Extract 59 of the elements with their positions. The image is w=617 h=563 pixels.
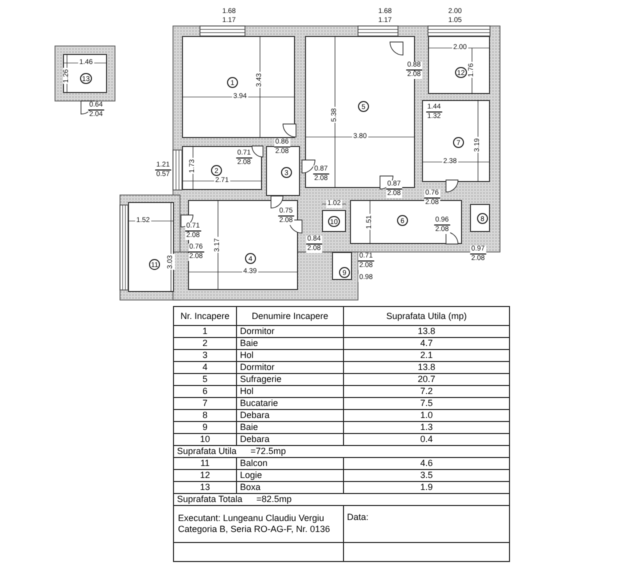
- table-cell: 8: [174, 410, 236, 422]
- room-outline: [128, 202, 174, 292]
- table-cell: 7.5: [344, 398, 510, 410]
- table-cell: 1.0: [344, 410, 510, 422]
- table-cell: Baie: [236, 422, 344, 434]
- table-cell: 1: [174, 326, 236, 338]
- table-cell: Hol: [236, 350, 344, 362]
- table-cell: Baie: [236, 338, 344, 350]
- table-cell: 7.2: [344, 386, 510, 398]
- table-cell: 20.7: [344, 374, 510, 386]
- room-outline: [182, 36, 295, 138]
- summary-label: Suprafata Totala: [177, 494, 242, 504]
- table-cell: 3.5: [344, 470, 510, 482]
- table-header-cell: Suprafata Utila (mp): [344, 306, 510, 326]
- date-label: Data:: [344, 506, 510, 542]
- table-cell: Sufragerie: [236, 374, 344, 386]
- author-note: Categoria B, Seria RO-AG-F, Nr. 0136: [178, 524, 332, 535]
- table-cell: Balcon: [236, 458, 344, 470]
- table-cell: Debara: [236, 410, 344, 422]
- room-outline: [266, 146, 300, 196]
- table-cell: 0.4: [344, 434, 510, 446]
- table-cell: Dormitor: [236, 362, 344, 374]
- table-cell: 6: [174, 386, 236, 398]
- table-cell: 4.7: [344, 338, 510, 350]
- room-outline: [332, 252, 352, 280]
- table-cell: 13.8: [344, 326, 510, 338]
- table-cell: 3: [174, 350, 236, 362]
- table-cell: Dormitor: [236, 326, 344, 338]
- room-outline: [350, 200, 462, 244]
- room-outline: [422, 100, 490, 182]
- room-outline: [188, 200, 298, 290]
- table-cell: 2.1: [344, 350, 510, 362]
- table-cell: 5: [174, 374, 236, 386]
- table-cell: Debara: [236, 434, 344, 446]
- summary-value: =82.5mp: [256, 494, 292, 504]
- table-cell: 12: [174, 470, 236, 482]
- table-cell: 13: [174, 482, 236, 494]
- author-note: Executant: Lungeanu Claudiu Vergiu: [178, 513, 326, 524]
- table-cell: 2: [174, 338, 236, 350]
- summary-value: =72.5mp: [250, 446, 286, 456]
- room-outline: [322, 210, 346, 232]
- table-cell: 1.3: [344, 422, 510, 434]
- table-header-cell: Denumire Incapere: [236, 306, 344, 326]
- table-cell: 7: [174, 398, 236, 410]
- table-cell: 9: [174, 422, 236, 434]
- room-outline: [428, 36, 490, 94]
- table-cell: 4.6: [344, 458, 510, 470]
- table-cell: Boxa: [236, 482, 344, 494]
- table-cell: 10: [174, 434, 236, 446]
- summary-label: Suprafata Utila: [177, 446, 237, 456]
- table-cell: 13.8: [344, 362, 510, 374]
- room-outline: [470, 204, 490, 232]
- table-cell: Logie: [236, 470, 344, 482]
- table-header-cell: Nr. Incapere: [174, 306, 236, 326]
- table-cell: Hol: [236, 386, 344, 398]
- table-cell: Bucatarie: [236, 398, 344, 410]
- table-cell: 11: [174, 458, 236, 470]
- table-cell: 4: [174, 362, 236, 374]
- table-cell: 1.9: [344, 482, 510, 494]
